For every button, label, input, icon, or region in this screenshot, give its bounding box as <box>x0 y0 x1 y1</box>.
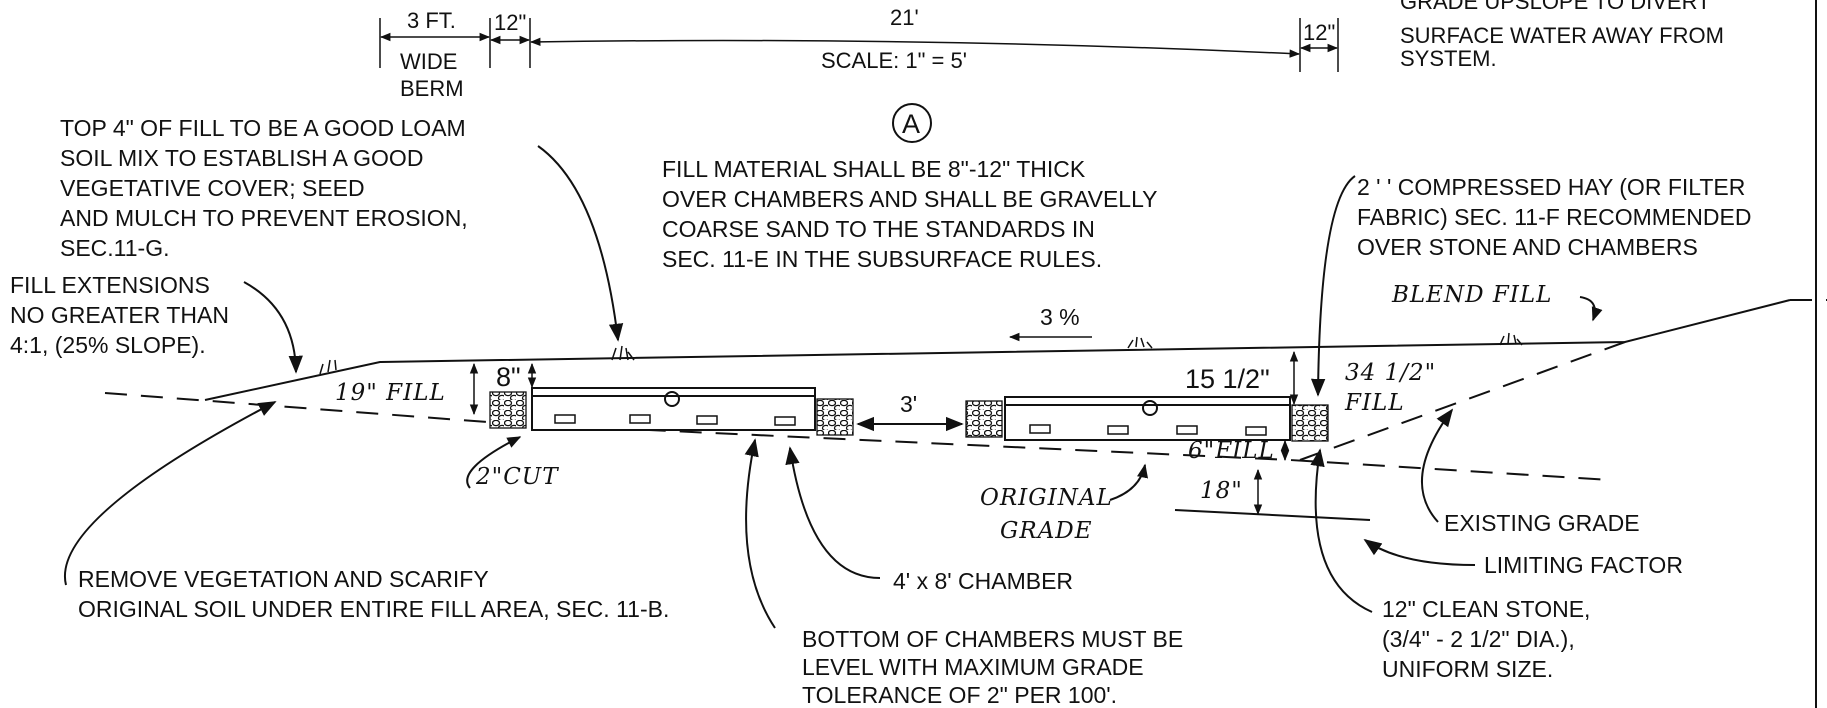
section-marker-label: A <box>902 109 920 139</box>
limiting-factor-leader <box>1363 538 1476 566</box>
berm-label-berm: BERM <box>400 76 464 101</box>
stone-leader <box>1310 448 1373 613</box>
hay-note-leader <box>1310 175 1356 397</box>
blend-fill-leader <box>1579 296 1603 322</box>
loam-note-line5: SEC.11-G. <box>60 235 170 261</box>
chamber-level-line2: LEVEL WITH MAXIMUM GRADE <box>802 654 1144 680</box>
cover-8-label: 8" <box>496 362 521 392</box>
cut-2-label: 2"CUT <box>475 464 559 490</box>
chamber-label: 4' x 8' CHAMBER <box>893 568 1073 594</box>
loam-note-line1: TOP 4" OF FILL TO BE A GOOD LOAM <box>60 115 466 141</box>
original-grade-leader <box>1109 463 1149 501</box>
vegetation-note-line2: ORIGINAL SOIL UNDER ENTIRE FILL AREA, SE… <box>78 596 669 622</box>
extensions-note-leader <box>243 281 303 374</box>
fill-34-label-top: 34 1/2" <box>1345 360 1436 386</box>
fill-material-line3: COARSE SAND TO THE STANDARDS IN <box>662 216 1095 242</box>
existing-grade-label: EXISTING GRADE <box>1444 510 1640 536</box>
extensions-note-line3: 4:1, (25% SLOPE). <box>10 332 206 358</box>
blend-fill-slope <box>1299 341 1626 461</box>
fill-material-line2: OVER CHAMBERS AND SHALL BE GRAVELLY <box>662 186 1158 212</box>
stone-left-inner <box>816 398 854 436</box>
fill-material-line1: FILL MATERIAL SHALL BE 8"-12" THICK <box>662 156 1086 182</box>
loam-note-leader <box>537 145 624 342</box>
chamber-leader <box>785 446 881 579</box>
extensions-note-line2: NO GREATER THAN <box>10 302 229 328</box>
blend-fill-label: BLEND FILL <box>1391 282 1552 308</box>
hay-note-line1: 2 ' ' COMPRESSED HAY (OR FILTER <box>1357 174 1745 200</box>
original-grade-line <box>104 392 1611 481</box>
left-12-label: 12" <box>494 10 526 35</box>
cover-15-label: 15 1/2" <box>1185 364 1270 394</box>
stone-note-line2: (3/4" - 2 1/2" DIA.), <box>1382 626 1575 652</box>
berm-width-label: 3 FT. <box>407 8 456 33</box>
fill-19-label: 19" FILL <box>335 380 446 406</box>
stone-left-outer <box>489 391 527 429</box>
chamber-gap-label: 3' <box>900 391 917 417</box>
loam-note-line2: SOIL MIX TO ESTABLISH A GOOD <box>60 145 423 171</box>
stone-right-outer <box>1291 404 1329 442</box>
existing-grade-leader <box>1420 408 1454 523</box>
cut-2-leader <box>466 436 522 489</box>
chamber-level-leader <box>744 438 776 629</box>
slope-label: 3 % <box>1040 304 1080 330</box>
depth-18-label: 18" <box>1200 478 1243 504</box>
upslope-note-line2: SURFACE WATER AWAY FROM <box>1400 23 1724 48</box>
limiting-factor-label: LIMITING FACTOR <box>1484 552 1683 578</box>
section-marker-circle <box>892 103 932 143</box>
scale-label: SCALE: 1" = 5' <box>821 48 967 73</box>
span-21-label: 21' <box>890 5 919 30</box>
stone-note-line3: UNIFORM SIZE. <box>1382 656 1553 682</box>
stone-right-inner <box>965 400 1003 438</box>
chamber-level-line3: TOLERANCE OF 2" PER 100'. <box>802 682 1117 708</box>
vegetation-note-line1: REMOVE VEGETATION AND SCARIFY <box>78 566 489 592</box>
grade-label: GRADE <box>1000 518 1093 544</box>
right-12-label: 12" <box>1303 20 1335 45</box>
loam-note-line4: AND MULCH TO PREVENT EROSION, <box>60 205 468 231</box>
stone-note-line1: 12" CLEAN STONE, <box>1382 596 1590 622</box>
top-dimensions <box>379 18 1339 72</box>
original-label: ORIGINAL <box>980 485 1113 511</box>
fill-6-label: 6"FILL <box>1188 438 1275 464</box>
vegetation-note-leader <box>63 401 277 586</box>
fill-surface-line <box>204 299 1791 401</box>
chamber-right <box>1004 396 1291 441</box>
vegetation-tufts <box>319 332 1523 375</box>
upslope-note-line1: GRADE UPSLOPE TO DIVERT <box>1400 0 1711 14</box>
fill-material-line4: SEC. 11-E IN THE SUBSURFACE RULES. <box>662 246 1102 272</box>
chamber-level-line1: BOTTOM OF CHAMBERS MUST BE <box>802 626 1183 652</box>
fill-34-label-bottom: FILL <box>1344 390 1405 416</box>
extensions-note-line1: FILL EXTENSIONS <box>10 272 210 298</box>
hay-note-line3: OVER STONE AND CHAMBERS <box>1357 234 1698 260</box>
loam-note-line3: VEGETATIVE COVER; SEED <box>60 175 365 201</box>
berm-label-wide: WIDE <box>400 49 457 74</box>
chamber-left <box>531 387 816 431</box>
upslope-note-line3: SYSTEM. <box>1400 46 1497 71</box>
limiting-factor-line <box>1174 509 1371 521</box>
hay-note-line2: FABRIC) SEC. 11-F RECOMMENDED <box>1357 204 1751 230</box>
